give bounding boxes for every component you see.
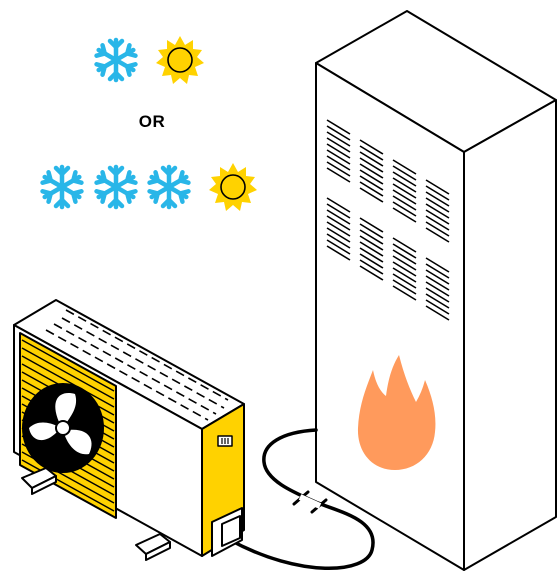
sun-icon <box>209 163 257 211</box>
snowflake-icon <box>97 167 136 207</box>
snowflake-icon <box>97 40 136 80</box>
fan-icon <box>23 384 103 472</box>
indoor-furnace <box>316 11 556 570</box>
snowflake-icon <box>43 167 82 207</box>
snowflake-icon <box>150 167 189 207</box>
outdoor-ac-unit <box>14 300 244 560</box>
or-separator-text: OR <box>2 112 302 132</box>
sun-icon <box>156 36 204 84</box>
